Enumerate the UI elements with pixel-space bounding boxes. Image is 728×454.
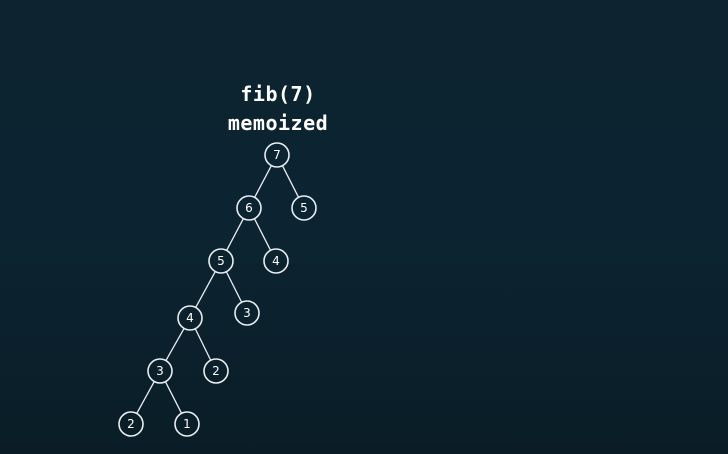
node-label: 1: [183, 417, 191, 431]
node-circle: [236, 195, 262, 221]
tree-edge-n4-n3: [165, 328, 185, 361]
tree-node-n4: 4: [177, 305, 203, 331]
node-label: 3: [243, 306, 251, 320]
node-label: 4: [272, 254, 280, 268]
tree-node-n1: 1: [174, 411, 200, 437]
tree-node-n3: 3: [147, 358, 173, 384]
tree-node-n2: 2: [118, 411, 144, 437]
tree-node-n3r: 3: [234, 300, 260, 326]
tree-edge-n7-n5r: [281, 165, 300, 198]
node-circle: [147, 358, 173, 384]
node-circle: [174, 411, 200, 437]
node-label: 5: [300, 201, 308, 215]
node-label: 2: [212, 364, 220, 378]
node-circle: [177, 305, 203, 331]
diagram-title: fib(7): [240, 82, 316, 106]
diagram-subtitle: memoized: [227, 111, 329, 135]
node-label: 3: [156, 364, 164, 378]
node-circle: [264, 142, 290, 168]
tree-node-n2r: 2: [203, 358, 229, 384]
node-circle: [208, 248, 234, 274]
tree-edge-n3-n1: [164, 381, 183, 414]
tree-node-n7: 7: [264, 142, 290, 168]
node-circle: [118, 411, 144, 437]
tree-node-n4r: 4: [263, 248, 289, 274]
node-label: 7: [273, 148, 281, 162]
tree-edge-n5-n3r: [225, 271, 243, 303]
tree-edge-n6-n5: [226, 218, 244, 251]
node-label: 2: [127, 417, 135, 431]
node-circle: [234, 300, 260, 326]
tree-edge-n6-n4r: [253, 218, 272, 251]
node-circle: [291, 195, 317, 221]
node-label: 4: [186, 311, 194, 325]
tree-node-n6: 6: [236, 195, 262, 221]
node-label: 6: [245, 201, 253, 215]
tree-edge-n4-n2r: [194, 328, 212, 361]
node-label: 5: [217, 254, 225, 268]
node-circle: [203, 358, 229, 384]
tree-node-n5r: 5: [291, 195, 317, 221]
tree-node-n5: 5: [208, 248, 234, 274]
node-circle: [263, 248, 289, 274]
tree-edge-n5-n4: [195, 271, 216, 308]
tree-edge-n3-n2: [136, 381, 155, 414]
tree-edge-n7-n6: [254, 165, 272, 198]
